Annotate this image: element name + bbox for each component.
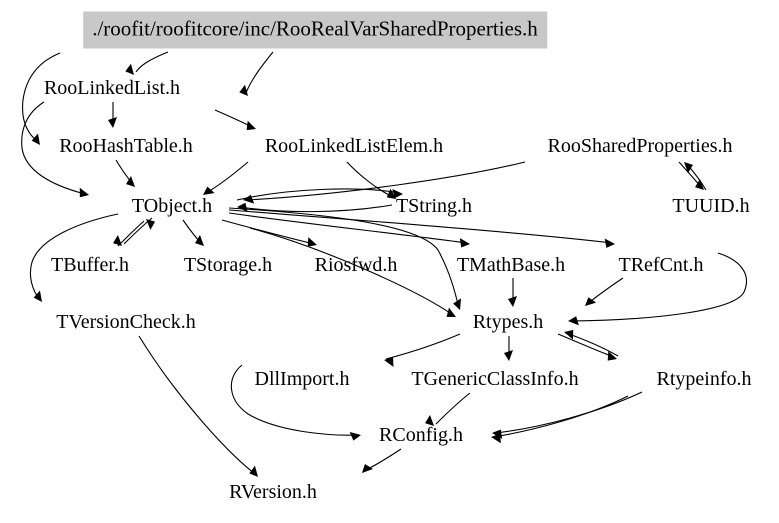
arrowhead xyxy=(33,290,42,302)
edge-Rtypeinfo-Rtypes xyxy=(565,332,619,357)
edge-TVersionCheck-RVersion xyxy=(138,335,256,475)
node-tstorage[interactable]: TStorage.h xyxy=(183,254,273,276)
arrowhead xyxy=(459,238,470,248)
node-dllimport[interactable]: DllImport.h xyxy=(254,368,350,390)
node-tbuffer[interactable]: TBuffer.h xyxy=(51,254,129,276)
arrowhead xyxy=(695,179,704,190)
node-rversion[interactable]: RVersion.h xyxy=(229,481,317,503)
edge-TObject-TMathBase xyxy=(228,212,468,244)
node-rconfig[interactable]: RConfig.h xyxy=(379,424,463,446)
arrowhead xyxy=(684,162,693,173)
arrowhead xyxy=(126,176,135,187)
node-tstring[interactable]: TString.h xyxy=(395,195,473,217)
arrowhead xyxy=(237,202,248,212)
arrowhead xyxy=(307,237,317,247)
edge-RooLinkedListElem-TObject xyxy=(205,161,249,194)
arrowhead xyxy=(491,433,501,444)
edge-TGenericClassInfo-RConfig xyxy=(435,392,471,425)
node-tmathbase[interactable]: TMathBase.h xyxy=(456,254,566,276)
arrowhead xyxy=(246,120,256,131)
arrowhead xyxy=(362,464,373,473)
arrowhead xyxy=(425,415,434,426)
edge-Riosfwd-Rtypes xyxy=(569,252,747,322)
arrowhead xyxy=(392,189,403,199)
edge-TObject-Riosfwd xyxy=(221,219,315,245)
arrowhead xyxy=(508,296,517,307)
node-roolinkedlist[interactable]: RooLinkedList.h xyxy=(43,77,181,99)
edge-root-RooSharedProps xyxy=(245,51,274,94)
edge-Rtypes-DllImport xyxy=(385,333,461,360)
arrowhead xyxy=(146,219,156,230)
arrowhead xyxy=(607,351,617,361)
edge-RooSharedProps-TObject xyxy=(245,161,526,201)
node-riosfwd[interactable]: Riosfwd.h xyxy=(314,254,398,276)
arrowhead xyxy=(564,330,574,340)
arrowhead xyxy=(203,186,215,195)
edge-TObject-TString xyxy=(236,188,401,201)
node-trefcnt[interactable]: TRefCnt.h xyxy=(618,254,704,276)
node-roosharedproperties[interactable]: RooSharedProperties.h xyxy=(547,135,733,157)
edge-TString-Rtypes xyxy=(249,227,454,316)
arrowhead xyxy=(125,63,134,75)
edge-TObject-TVersionCheck xyxy=(29,213,119,301)
arrowhead xyxy=(239,84,248,96)
node-tobject[interactable]: TObject.h xyxy=(131,195,213,217)
edge-TObject-TRefCnt xyxy=(228,209,613,244)
arrowhead xyxy=(31,133,40,145)
edge-Rtypes-Rtypeinfo xyxy=(557,333,615,358)
edge-RooLinkedList-TObject xyxy=(21,101,86,195)
arrowhead xyxy=(386,188,396,199)
edge-TObject-Rtypes xyxy=(228,207,460,309)
arrowhead xyxy=(568,316,579,326)
node-tversioncheck[interactable]: TVersionCheck.h xyxy=(56,311,196,333)
edge-RooLinkedListElem-TString xyxy=(346,161,394,198)
edge-Rtypeinfo-RConfig-b xyxy=(493,395,629,438)
node-roohashtable[interactable]: RooHashTable.h xyxy=(59,135,193,157)
node-rtypeinfo[interactable]: Rtypeinfo.h xyxy=(656,368,752,390)
arrowhead xyxy=(243,194,255,204)
edge-Rtypeinfo-RConfig-a xyxy=(494,391,643,434)
arrowhead xyxy=(446,307,456,317)
edge-root-RooLinkedListElem xyxy=(135,51,169,73)
arrowhead xyxy=(249,465,258,477)
node-tuuid[interactable]: TUUID.h xyxy=(672,195,750,217)
arrowhead xyxy=(453,298,462,310)
node-rtypes[interactable]: Rtypes.h xyxy=(472,311,544,333)
arrowhead xyxy=(604,238,615,248)
arrowhead xyxy=(349,431,361,441)
edge-TString-TObject xyxy=(239,204,393,213)
arrowhead xyxy=(79,187,89,198)
arrowhead xyxy=(108,117,117,128)
node-tgenericclassinfo[interactable]: TGenericClassInfo.h xyxy=(411,368,579,390)
node-root[interactable]: ./roofit/roofitcore/inc/RooRealVarShared… xyxy=(83,11,547,49)
edge-root-RooLinkedList xyxy=(22,52,61,142)
edge-RooLinkedList-RooLinkedListElem xyxy=(214,109,253,128)
arrowhead xyxy=(585,297,597,306)
edge-DllImport-RConfig xyxy=(230,364,359,436)
arrowhead xyxy=(113,235,122,246)
arrowhead xyxy=(384,357,394,367)
arrowhead xyxy=(504,350,513,361)
edge-TBuffer-TObject xyxy=(117,220,145,247)
edge-arrowheads xyxy=(31,63,704,477)
arrowhead xyxy=(195,235,204,246)
node-roolinkedlistelem[interactable]: RooLinkedListElem.h xyxy=(264,135,444,157)
